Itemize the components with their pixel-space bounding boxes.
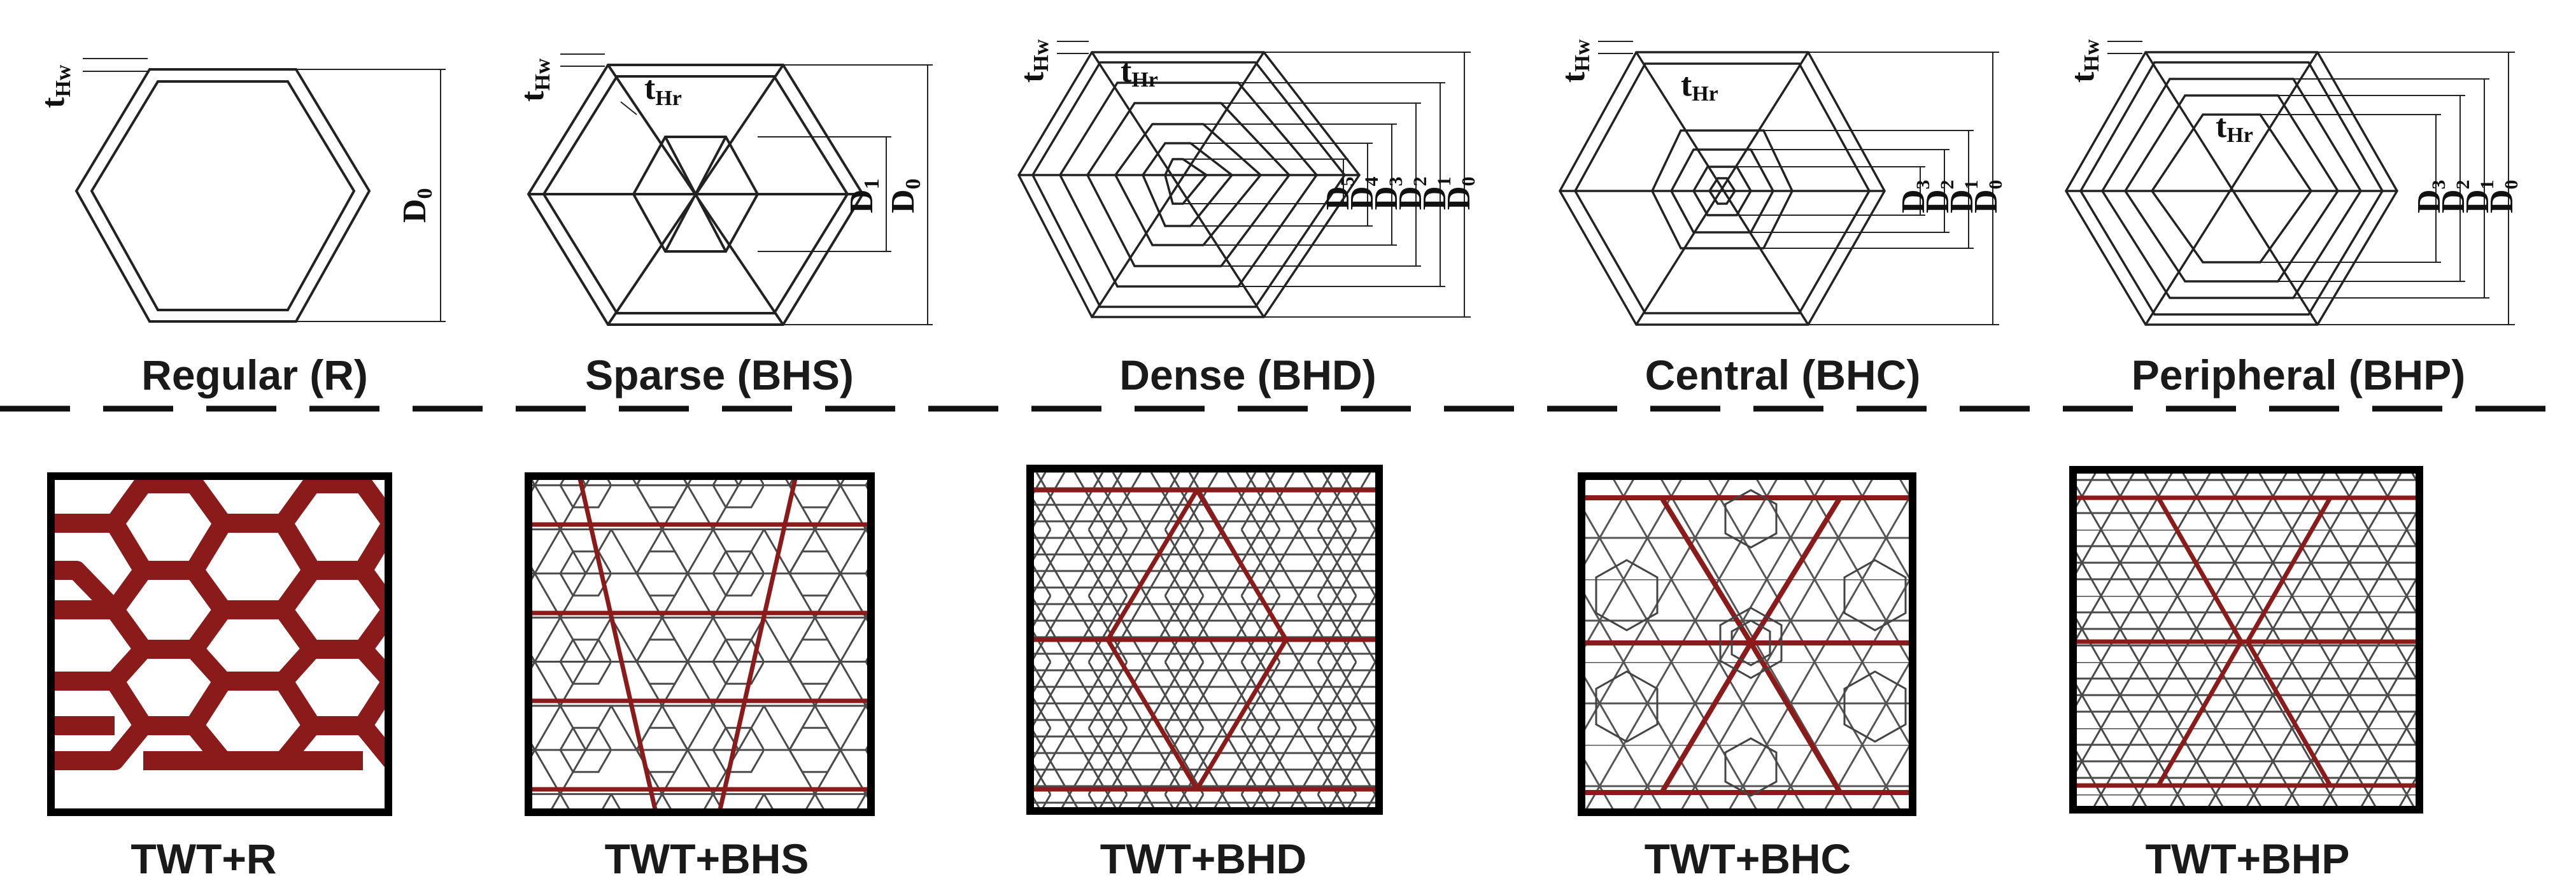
label-t-hw-peripheral: tHw [2065, 39, 2104, 83]
label-t-hw-dense: tHw [1014, 39, 1053, 83]
label-d1-sparse: D1 [844, 178, 884, 213]
label-t-hw-sparse: tHw [514, 58, 555, 102]
label-d4: D4 [1344, 176, 1382, 210]
label-d2: D2 [1920, 180, 1958, 213]
caption-twt-bhs: TWT+BHS [605, 835, 809, 882]
label-t-hr-sparse: tHr [644, 70, 682, 110]
structure-twt-bhd [1026, 465, 1383, 815]
frame-twt-bhc [1578, 472, 1916, 816]
label-d5: D5 [1320, 176, 1358, 210]
caption-central: Central (BHC) [1645, 351, 1921, 398]
frame-twt-bhp [2069, 466, 2423, 814]
label-d0: D0 [2484, 180, 2522, 213]
caption-twt-bhc: TWT+BHC [1645, 835, 1851, 882]
label-d2: D2 [1392, 176, 1431, 210]
label-d1: D1 [2459, 180, 2498, 213]
structure-twt-bhc [1578, 472, 1916, 816]
structure-twt-bhp [2069, 466, 2423, 814]
unit-cell-peripheral [2064, 41, 2515, 326]
label-d3: D3 [1895, 180, 1934, 213]
hexagon-outer [74, 68, 371, 323]
unit-cell-sparse [527, 53, 933, 326]
label-d0-regular: D0 [397, 188, 437, 223]
label-d0-sparse: D0 [885, 178, 925, 213]
frame-twt-bhd [1026, 465, 1383, 815]
label-t-hr-central: tHr [1681, 67, 1718, 106]
label-d0: D0 [1968, 180, 2006, 213]
unit-cell-dense [1017, 41, 1471, 318]
structure-twt-bhs [525, 472, 875, 816]
caption-peripheral: Peripheral (BHP) [2132, 351, 2465, 398]
caption-regular: Regular (R) [141, 351, 368, 398]
label-t-hw-regular: tHw [35, 64, 75, 108]
caption-twt-bhp: TWT+BHP [2146, 835, 2350, 882]
label-d2: D2 [2435, 180, 2473, 213]
label-t-hr-peripheral: tHr [2216, 108, 2253, 147]
caption-twt-r: TWT+R [131, 835, 276, 882]
unit-cell-regular [74, 58, 446, 323]
frame-twt-bhs [525, 472, 875, 816]
label-d1: D1 [1944, 180, 1982, 213]
caption-twt-bhd: TWT+BHD [1100, 835, 1306, 882]
label-d3: D3 [1368, 176, 1406, 210]
unit-cell-central [1558, 41, 1999, 326]
caption-dense: Dense (BHD) [1119, 351, 1376, 398]
label-t-hr-dense: tHr [1121, 53, 1158, 92]
structure-twt-r [47, 472, 392, 816]
label-d0: D0 [1441, 176, 1479, 210]
hexagon-inner [90, 80, 356, 311]
frame-twt-r [47, 472, 392, 816]
label-d3: D3 [2411, 180, 2449, 213]
label-d1: D1 [1417, 176, 1455, 210]
label-t-hw-central: tHw [1555, 39, 1594, 83]
caption-sparse: Sparse (BHS) [585, 351, 854, 398]
